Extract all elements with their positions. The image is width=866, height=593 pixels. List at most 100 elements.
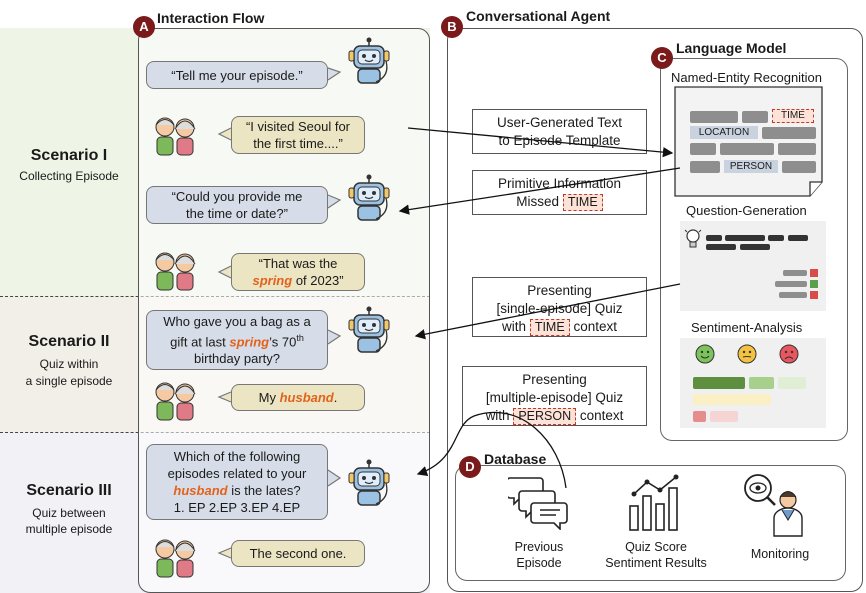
agent-bubble-multi-quiz: Which of the following episodes related … — [146, 444, 328, 520]
box-text: [multiple-episode] Quiz — [485, 390, 624, 405]
db-monitoring: Monitoring — [750, 547, 810, 561]
question-generation-title: Question-Generation — [686, 203, 807, 218]
elderly-couple-icon — [155, 117, 196, 156]
ner-token — [778, 143, 816, 155]
agent-bubble-ask-time: “Could you provide me the time or date?” — [146, 186, 328, 224]
scenario-2-subtitle-line1: Quiz within — [39, 357, 99, 371]
ner-token — [690, 143, 716, 155]
wrong-mark-icon — [810, 269, 818, 277]
bubble-text: My husband. — [258, 390, 338, 405]
bubble-text: Who gave you a bag as a — [163, 313, 311, 329]
sentiment-bar — [778, 377, 806, 389]
robot-icon — [348, 173, 390, 221]
missed-info-box: Primitive Information Missed TIME — [472, 170, 647, 215]
panel-c-badge: C — [651, 47, 673, 69]
lightbulb-icon — [684, 229, 702, 248]
ner-title: Named-Entity Recognition — [671, 70, 823, 85]
box-text: [single-episode] Quiz — [496, 301, 623, 316]
ner-location-tag: LOCATION — [690, 126, 758, 139]
sentiment-bar — [693, 394, 771, 405]
robot-icon — [348, 305, 390, 353]
ner-token — [690, 161, 720, 173]
box-text: to Episode Template — [498, 133, 621, 148]
elderly-couple-icon — [155, 382, 196, 421]
box-text: Primitive Information — [497, 176, 622, 191]
bubble-text: gift at last spring’s 70th — [170, 332, 304, 350]
box-text: User-Generated Text — [496, 115, 623, 130]
scenario-2-subtitle-line2: a single episode — [25, 374, 113, 388]
user-bubble-answer: The second one. — [231, 540, 365, 567]
bubble-text: “Tell me your episode.” — [171, 67, 303, 83]
panel-c-title: Language Model — [676, 40, 787, 56]
question-token — [706, 235, 722, 241]
happy-face-icon — [695, 344, 715, 364]
person-tag: PERSON — [513, 408, 577, 425]
question-token — [788, 235, 808, 241]
scenario-1-subtitle: Collecting Episode — [19, 169, 119, 183]
scenario-3-subtitle-line1: Quiz between — [32, 506, 106, 520]
bubble-text: spring of 2023” — [252, 273, 344, 288]
scenario-3-title: Scenario III — [26, 482, 112, 499]
bubble-text: episodes related to your — [167, 466, 307, 481]
sentiment-faces — [695, 344, 799, 364]
panel-a-title: Interaction Flow — [157, 10, 265, 26]
answer-option — [775, 281, 807, 287]
sentiment-bar — [749, 377, 774, 389]
template-conversion-box: User-Generated Text to Episode Template — [472, 109, 647, 154]
bubble-text: Which of the following — [173, 449, 301, 464]
ner-time-tag: TIME — [772, 109, 814, 123]
question-token — [725, 235, 765, 241]
db-label: Episode — [516, 556, 562, 570]
ner-document-icon — [674, 86, 823, 197]
box-text: Missed TIME — [473, 193, 646, 211]
question-token — [706, 244, 736, 250]
sentiment-analysis-title: Sentiment-Analysis — [691, 320, 803, 335]
bubble-text: The second one. — [249, 546, 347, 561]
answer-option — [783, 270, 807, 276]
wrong-mark-icon — [810, 291, 818, 299]
time-tag: TIME — [562, 194, 603, 211]
box-text: with TIME context — [502, 319, 617, 336]
panel-b-badge: B — [441, 16, 463, 38]
answer-option — [779, 292, 807, 298]
single-episode-quiz-box: Presenting [single-episode] Quiz with TI… — [472, 277, 647, 337]
box-text: Presenting — [522, 372, 587, 387]
time-tag: TIME — [529, 319, 570, 336]
user-bubble-husband: My husband. — [231, 384, 365, 411]
agent-bubble-ask-episode: “Tell me your episode.” — [146, 61, 328, 89]
bubble-text: 1. EP 2.EP 3.EP 4.EP — [173, 500, 301, 515]
ner-token — [742, 111, 768, 123]
ner-token — [690, 111, 738, 123]
sentiment-bar — [693, 377, 745, 389]
ner-token — [720, 143, 774, 155]
robot-icon — [348, 36, 390, 84]
correct-mark-icon — [810, 280, 818, 288]
robot-icon — [348, 458, 390, 506]
bubble-text: “I visited Seoul for — [245, 119, 351, 134]
user-bubble-time: “That was the spring of 2023” — [231, 253, 365, 291]
multi-episode-quiz-box: Presenting [multiple-episode] Quiz with … — [462, 366, 647, 426]
sad-face-icon — [779, 344, 799, 364]
scenario-3-subtitle-line2: multiple episode — [25, 522, 113, 536]
panel-b-title: Conversational Agent — [466, 8, 611, 24]
db-label: Sentiment Results — [605, 556, 707, 570]
doctor-monitoring-icon — [744, 474, 803, 537]
db-quiz-score: Quiz Score Sentiment Results — [596, 539, 716, 571]
db-label: Quiz Score — [625, 540, 687, 554]
panel-a-badge: A — [133, 16, 155, 38]
bubble-text: birthday party? — [194, 351, 280, 367]
scenario-2-title: Scenario II — [28, 333, 110, 350]
bubble-text: “That was the — [258, 256, 338, 271]
user-bubble-episode: “I visited Seoul for the first time....” — [231, 116, 365, 154]
db-label: Previous — [514, 540, 564, 554]
agent-bubble-single-quiz: Who gave you a bag as a gift at last spr… — [146, 310, 328, 370]
bar-chart-icon — [629, 474, 679, 531]
ner-token — [782, 161, 816, 173]
elderly-couple-icon — [155, 539, 196, 578]
scenario-1-title: Scenario I — [30, 147, 108, 164]
question-token — [768, 235, 784, 241]
db-previous-episode: Previous Episode — [503, 539, 575, 571]
bubble-text: husband is the lates? — [173, 483, 301, 498]
bubble-text: “Could you provide me — [171, 189, 303, 204]
sentiment-bar — [710, 411, 738, 422]
